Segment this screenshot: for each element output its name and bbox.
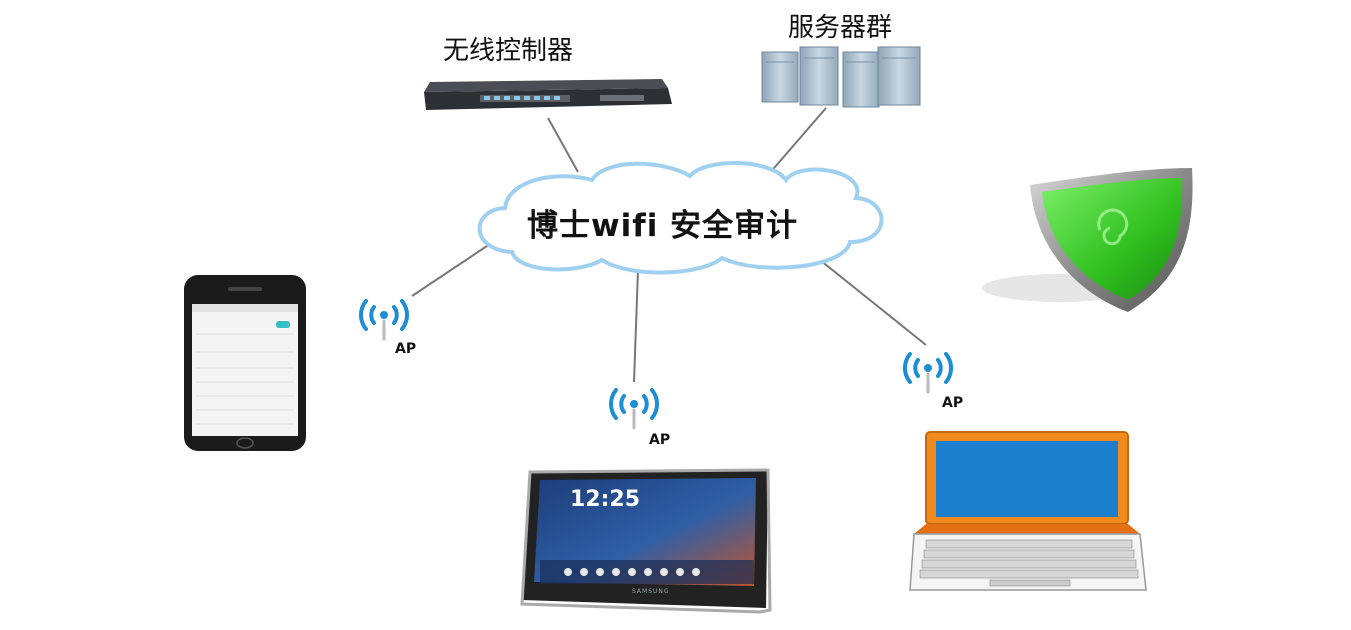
ap-label-right: AP [942,395,964,411]
cloud-label: 博士wifi 安全审计 [527,208,799,244]
server-rack-icon [761,46,921,108]
controller-device-icon [424,79,672,110]
controller-label: 无线控制器 [443,36,574,66]
smartphone-icon [184,275,306,451]
ap-wifi-icon [902,352,954,394]
shield-icon [982,168,1193,312]
tablet-brand: SAMSUNG [632,588,670,595]
cloud-icon [477,160,884,275]
line-cloud-ap-center [633,269,639,383]
laptop-icon [909,431,1147,591]
line-cloud-ap-right [809,251,927,346]
servers-label: 服务器群 [788,13,893,43]
tablet-icon [520,468,772,614]
line-controller-cloud [547,117,579,173]
ap-wifi-icon [358,299,410,341]
ap-label-center: AP [649,432,671,448]
ap-label-left: AP [395,341,417,357]
ap-wifi-icon [608,388,660,430]
tablet-clock: 12:25 [570,487,641,512]
